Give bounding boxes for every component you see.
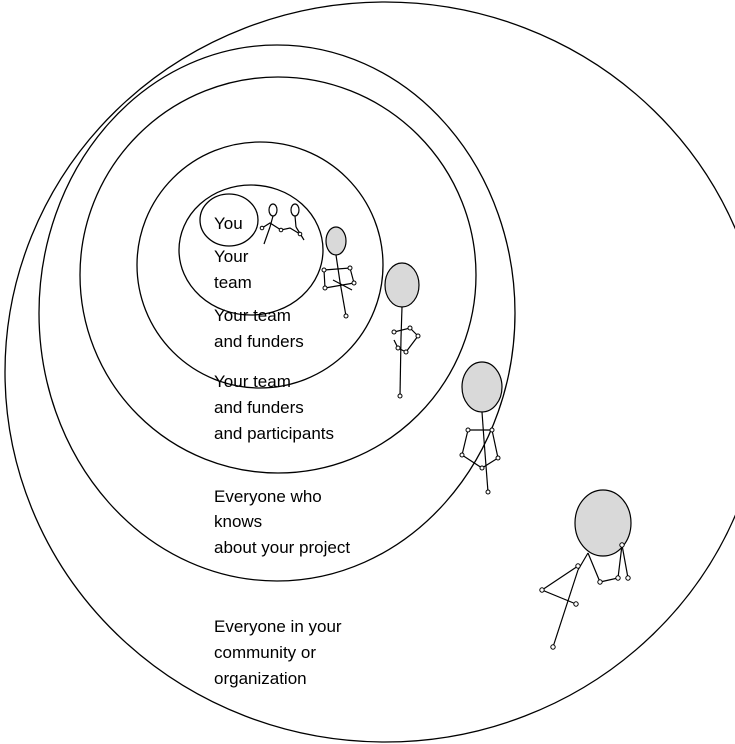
label-team: Your team bbox=[214, 247, 253, 292]
stick-figure-icon bbox=[539, 489, 632, 650]
ring-everyone-knows bbox=[38, 44, 516, 582]
label-everyone-community: Everyone in your community or organizati… bbox=[214, 617, 346, 688]
figure-pair-right-head bbox=[290, 203, 300, 217]
label-everyone-knows: Everyone who knows about your project bbox=[214, 487, 350, 557]
stick-figure-icon bbox=[321, 226, 357, 319]
ring-everyone-community bbox=[4, 1, 735, 743]
stick-figure-icon bbox=[459, 361, 503, 495]
stick-figure-pair-icon bbox=[259, 203, 305, 245]
label-team-funders: Your team and funders bbox=[214, 306, 304, 351]
ring-team bbox=[178, 184, 324, 316]
label-team-funders-participants: Your team and funders and participants bbox=[214, 372, 334, 443]
label-you: You bbox=[214, 214, 243, 233]
ring-team-funders bbox=[136, 141, 384, 389]
ring-you bbox=[199, 193, 259, 247]
ring-team-funders-participants bbox=[79, 76, 477, 474]
stick-figure-icon bbox=[384, 262, 421, 399]
figure-pair-left-head bbox=[268, 203, 278, 217]
